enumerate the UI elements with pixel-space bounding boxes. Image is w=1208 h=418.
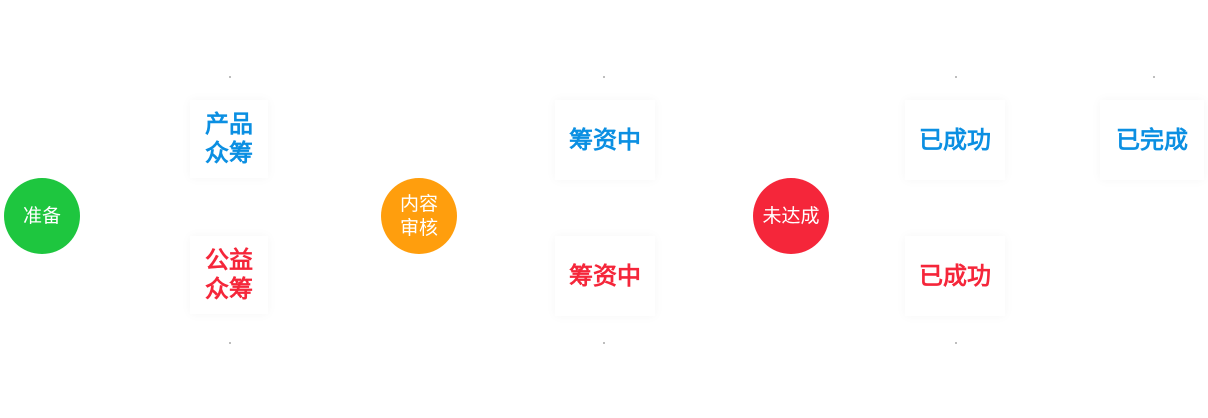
card-fundraising-product: 筹资中 — [555, 100, 655, 180]
card-product-label: 产品 众筹 — [205, 110, 253, 167]
card-completed: 已完成 — [1100, 100, 1204, 180]
card-fundraising-charity: 筹资中 — [555, 236, 655, 316]
connector-dot — [955, 342, 957, 344]
card-success-product-label: 已成功 — [919, 125, 991, 154]
node-ready-label: 准备 — [22, 205, 61, 227]
node-ready: 准备 — [4, 178, 80, 254]
node-content-review: 内容 审核 — [381, 178, 457, 254]
card-fundraising-charity-label: 筹资中 — [569, 261, 641, 290]
connector-dot — [229, 342, 231, 344]
card-completed-label: 已完成 — [1116, 125, 1188, 154]
card-success-product: 已成功 — [905, 100, 1005, 180]
card-fundraising-product-label: 筹资中 — [569, 125, 641, 154]
connector-dot — [1153, 76, 1155, 78]
connector-dot — [955, 76, 957, 78]
node-not-reached: 未达成 — [753, 178, 829, 254]
connector-dot — [229, 76, 231, 78]
card-charity-label: 公益 众筹 — [205, 246, 253, 303]
node-not-reached-label: 未达成 — [762, 205, 820, 227]
connector-dot — [603, 342, 605, 344]
card-charity-crowdfunding: 公益 众筹 — [190, 236, 268, 314]
card-product-crowdfunding: 产品 众筹 — [190, 100, 268, 178]
connector-dot — [603, 76, 605, 78]
card-success-charity-label: 已成功 — [919, 261, 991, 290]
node-review-label: 内容 审核 — [399, 193, 438, 239]
card-success-charity: 已成功 — [905, 236, 1005, 316]
